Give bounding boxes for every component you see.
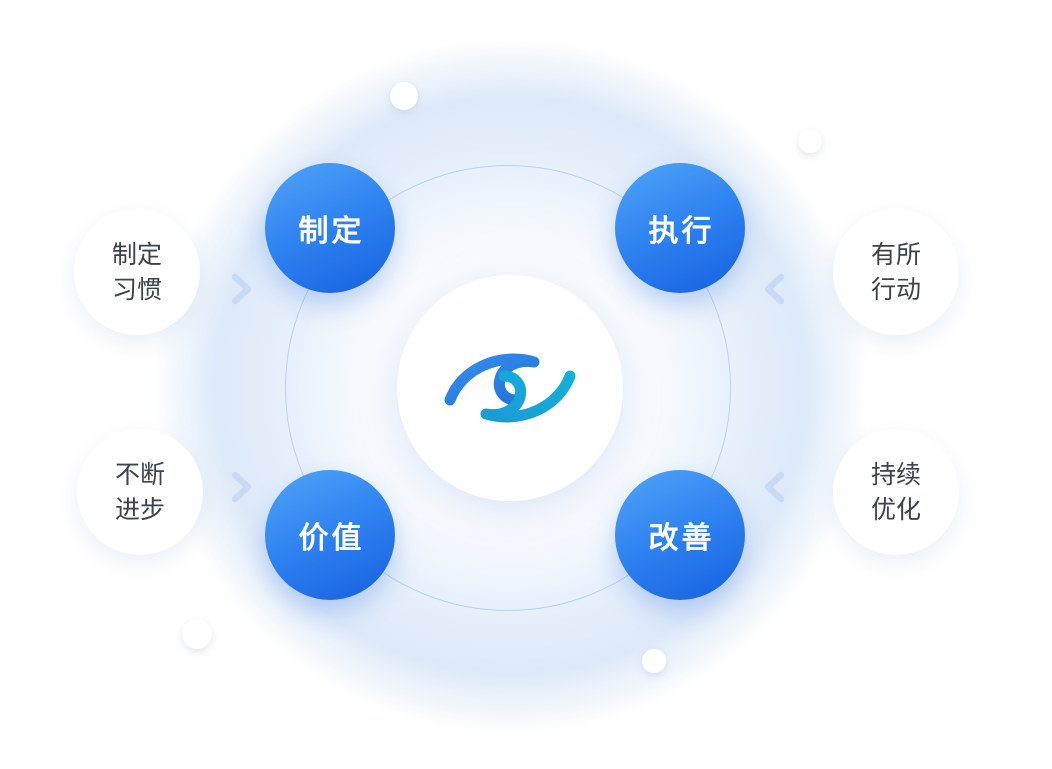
- arrow-left-icon: [764, 471, 785, 503]
- side-note-line: 不断: [114, 460, 165, 489]
- cycle-node-value: 价值: [265, 470, 395, 600]
- side-note-continuous-optimization: 持续 优化: [833, 429, 959, 555]
- center-logo-circle: [397, 275, 623, 501]
- decor-dot: [182, 619, 212, 649]
- cycle-node-label: 价值: [298, 521, 365, 556]
- side-note-line: 进步: [114, 495, 165, 524]
- cycle-node-label: 改善: [648, 521, 715, 556]
- side-note-line: 持续: [870, 460, 921, 489]
- swirl-eye-logo: [444, 353, 576, 423]
- side-note-keep-improving: 不断 进步: [77, 429, 203, 555]
- cycle-node-label: 制定: [298, 214, 365, 249]
- cycle-ring: [285, 165, 731, 611]
- side-note-take-action: 有所 行动: [833, 209, 959, 335]
- side-note-line: 制定: [111, 240, 162, 269]
- arrow-left-icon: [764, 273, 785, 305]
- side-note-line: 习惯: [111, 275, 162, 304]
- decor-dot: [798, 129, 822, 153]
- side-note-line: 行动: [870, 275, 921, 304]
- cycle-node-plan: 制定: [265, 163, 395, 293]
- arrow-right-icon: [231, 471, 252, 503]
- side-note-line: 有所: [870, 240, 921, 269]
- arrow-right-icon: [231, 273, 252, 305]
- cycle-node-do: 执行: [615, 163, 745, 293]
- side-note-build-habits: 制定 习惯: [74, 209, 200, 335]
- decor-dot: [390, 82, 418, 110]
- side-note-line: 优化: [870, 495, 921, 524]
- cycle-node-label: 执行: [648, 214, 715, 249]
- cycle-node-improve: 改善: [615, 470, 745, 600]
- decor-dot: [642, 649, 666, 673]
